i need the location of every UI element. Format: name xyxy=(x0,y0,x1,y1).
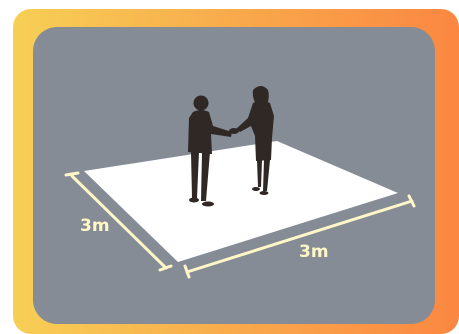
floor-square xyxy=(84,141,398,262)
bottom-dimension-label: 3m xyxy=(299,242,329,262)
handshake-hands xyxy=(229,128,239,134)
left-dimension-label: 3m xyxy=(80,216,110,236)
